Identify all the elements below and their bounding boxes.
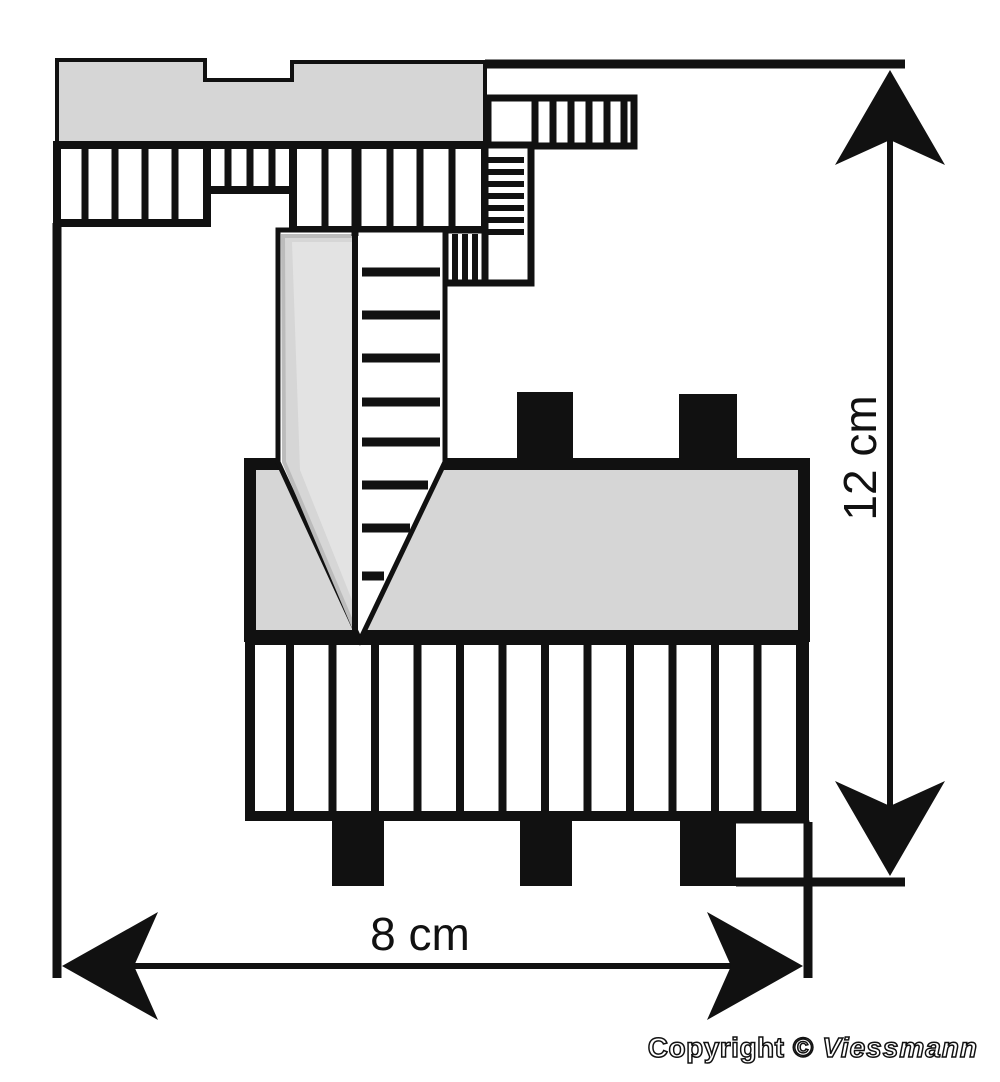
width-dimension: [52, 223, 813, 1020]
top-building-walls: [53, 141, 489, 234]
height-label: 12 cm: [834, 395, 886, 520]
copyright-prefix: Copyright: [647, 1031, 785, 1064]
width-label: 8 cm: [370, 908, 470, 960]
brand-logo: Viessmann: [821, 1031, 978, 1064]
copyright-symbol: ©: [792, 1031, 814, 1064]
ramp-connector: [275, 148, 448, 646]
annex-right: [441, 94, 638, 287]
post: [680, 818, 736, 886]
height-dimension: [485, 59, 945, 887]
post: [520, 818, 572, 886]
chimney: [679, 394, 737, 464]
post: [332, 818, 384, 886]
top-building-roof: [55, 58, 487, 147]
copyright-notice: Copyright © Viessmann: [647, 1031, 978, 1064]
chimney: [517, 392, 573, 464]
